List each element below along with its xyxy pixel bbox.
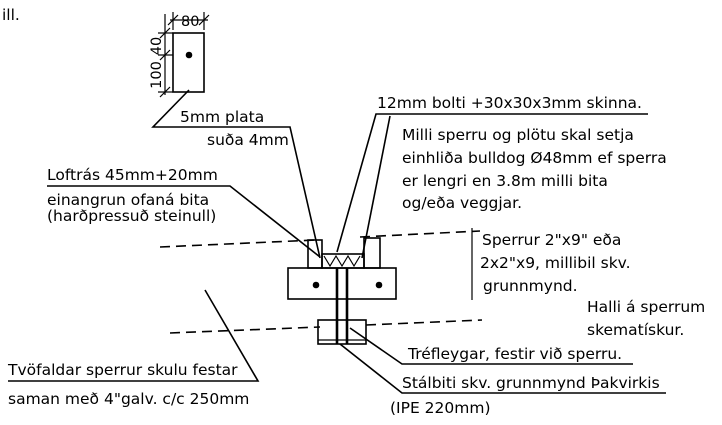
dim-80-label: 80 — [181, 14, 199, 30]
sperrur-label-line1: Sperrur 2"x9" eða — [482, 231, 621, 249]
loftras-leader-line — [47, 185, 321, 258]
rafter-outline — [159, 230, 483, 334]
dim-tick-1 — [167, 14, 179, 26]
loftras-label-line2: einangrun ofaná bita — [47, 191, 209, 209]
halli-label-line1: Halli á sperrum — [587, 298, 705, 316]
dim-tick-4 — [159, 49, 171, 61]
bulldog-note-line2: einhliða bulldog Ø48mm ef sperra — [402, 149, 667, 167]
sperrur-label-line3: grunnmynd. — [483, 277, 578, 295]
rafter-right-top — [359, 230, 481, 238]
bulldog-note-line1: Milli sperru og plötu skal setja — [402, 126, 634, 144]
bolt-leader-line — [336, 113, 648, 253]
dim-100-label: 100 — [149, 61, 165, 89]
dim-40-label: 40 — [149, 37, 165, 55]
loftras-label-line3: (harðpressuð steinull) — [47, 207, 216, 225]
top-left-fragment: ill. — [2, 6, 20, 24]
rafter-right-bottom — [365, 319, 483, 326]
dim-tick-3 — [159, 27, 171, 39]
bolt-left — [312, 281, 320, 289]
bulldog-note-line4: og/eða veggjar. — [402, 194, 522, 212]
tvofaldar-label-line2: saman með 4"galv. c/c 250mm — [8, 390, 249, 408]
bolt-label: 12mm bolti +30x30x3mm skinna. — [377, 94, 642, 112]
dim-tick-5 — [159, 86, 171, 98]
plate-detail: 80 40 100 — [149, 12, 210, 98]
timber-block-right — [363, 237, 381, 269]
bolt-right — [375, 281, 383, 289]
plate-label-line2: suða 4mm — [207, 131, 289, 149]
trefleygar-leader-line — [349, 327, 633, 365]
bulldog-leader-line — [361, 115, 391, 259]
dim-tick-2 — [198, 14, 210, 26]
plate-rectangle — [172, 32, 205, 93]
halli-label-line2: skematískur. — [587, 321, 684, 339]
rafter-left-top — [159, 239, 317, 248]
bottom-flange — [317, 319, 367, 345]
tvofaldar-leader-line — [8, 289, 260, 382]
trefleygar-label: Tréfleygar, festir við sperru. — [407, 345, 622, 363]
sperrur-label-line2: 2x2"x9, millibil skv. — [480, 254, 631, 272]
rafter-left-bottom — [169, 326, 321, 334]
steel-beam-section — [287, 237, 397, 345]
stalbiti-leader-line — [339, 343, 666, 394]
plate-leader-line — [151, 89, 321, 259]
insulation-hatch — [323, 254, 361, 268]
plate-label-line1: 5mm plata — [180, 108, 264, 126]
bulldog-note-line3: er lengri en 3.8m milli bita — [402, 172, 608, 190]
loftras-label-line1: Loftrás 45mm+20mm — [47, 166, 218, 184]
stalbiti-label-line2: (IPE 220mm) — [390, 399, 491, 417]
tvofaldar-label-line1: Tvöfaldar sperrur skulu festar — [7, 361, 238, 379]
stalbiti-label-line1: Stálbiti skv. grunnmynd Þakvirkis — [402, 374, 660, 392]
insulation-strip — [321, 253, 365, 269]
plate-bolt-hole — [185, 51, 193, 59]
